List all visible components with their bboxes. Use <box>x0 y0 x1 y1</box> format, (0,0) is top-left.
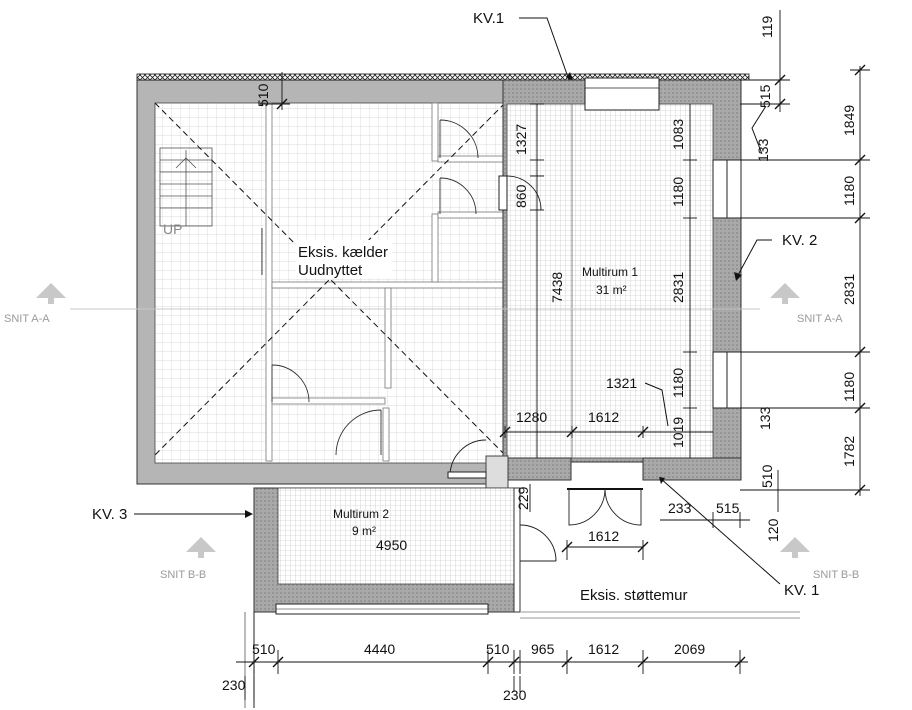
bottom-dim-510-b: 510 <box>486 641 510 657</box>
roof-edge <box>136 73 750 81</box>
section-b-right: SNIT B-B <box>813 569 859 581</box>
bottom-dim-510-a: 510 <box>252 641 276 657</box>
existing-basement: UP Eksis. kælder Uudnyttet <box>136 79 506 485</box>
bottom-dim-2069: 2069 <box>674 641 705 657</box>
dim-229: 229 <box>515 486 531 510</box>
dim-1327: 1327 <box>513 124 529 155</box>
dim-860: 860 <box>513 184 529 208</box>
dim-1180-right-b: 1180 <box>841 372 857 402</box>
multirum-1: Multirum 1 31 m² <box>498 77 742 526</box>
multirum-2: Multirum 2 9 m² <box>244 487 800 708</box>
kv3-label: KV. 3 <box>92 506 127 523</box>
dim-515-bottom: 515 <box>716 500 740 516</box>
dim-1321: 1321 <box>606 375 637 391</box>
dim-1782: 1782 <box>841 436 857 467</box>
dim-119: 119 <box>759 15 775 38</box>
section-a-left: SNIT A-A <box>4 313 50 325</box>
dim-7438: 7438 <box>549 272 565 303</box>
dim-233: 233 <box>668 500 692 516</box>
dim-1019: 1019 <box>670 417 686 448</box>
section-a-right: SNIT A-A <box>797 313 843 325</box>
dim-510-right: 510 <box>759 464 775 488</box>
dim-1280: 1280 <box>516 409 547 425</box>
kv1-top-label: KV.1 <box>473 10 504 27</box>
dim-1180-right-a: 1180 <box>841 176 857 206</box>
dim-1180-b: 1180 <box>670 368 686 398</box>
bottom-dim-4440: 4440 <box>364 641 395 657</box>
dim-4950: 4950 <box>376 537 407 553</box>
multirum1-area: 31 m² <box>596 283 627 297</box>
dim-515-top: 515 <box>757 84 773 108</box>
unused-label: Uudnyttet <box>298 262 363 279</box>
dim-120: 120 <box>765 518 781 542</box>
dim-133-mid: 133 <box>757 406 773 430</box>
multirum1-name: Multirum 1 <box>582 265 638 279</box>
section-markers <box>36 283 810 558</box>
dim-1849: 1849 <box>841 105 857 136</box>
dimension-ticks <box>248 64 866 668</box>
dim-2831-right: 2831 <box>841 274 857 305</box>
multirum2-name: Multirum 2 <box>333 507 389 521</box>
retaining-wall-label: Eksis. støttemur <box>580 587 688 604</box>
dim-510-top: 510 <box>255 83 271 107</box>
bottom-dim-1612: 1612 <box>588 641 619 657</box>
dim-1180-a: 1180 <box>670 177 686 207</box>
section-b-left: SNIT B-B <box>160 569 206 581</box>
stair-up-label: UP <box>163 221 182 237</box>
dim-1083: 1083 <box>670 119 686 150</box>
kv1-bottom-label: KV. 1 <box>784 582 819 599</box>
bottom-dim-965: 965 <box>531 641 555 657</box>
leaders <box>134 17 781 585</box>
existing-basement-label: Eksis. kælder <box>298 244 388 261</box>
bottom-dim-230-left: 230 <box>222 677 246 693</box>
bottom-dim-230-mid: 230 <box>503 687 527 703</box>
kv2-label: KV. 2 <box>782 232 817 249</box>
dim-1612-inner: 1612 <box>588 409 619 425</box>
dim-1612-door: 1612 <box>588 528 619 544</box>
dim-2831-inner: 2831 <box>670 272 686 303</box>
multirum2-area: 9 m² <box>352 524 376 538</box>
dim-133-top: 133 <box>755 138 771 162</box>
